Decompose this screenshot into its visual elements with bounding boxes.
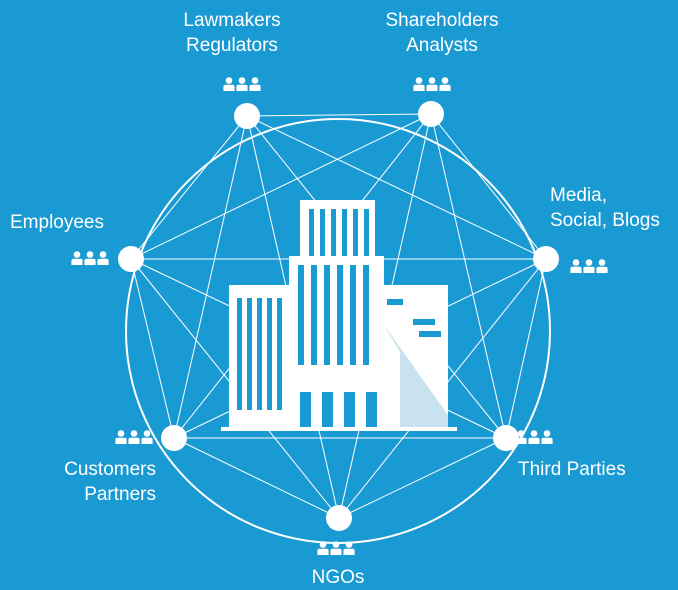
label-employees: Employees — [10, 210, 130, 235]
label-third-parties: Third Parties — [518, 457, 658, 482]
people-group-icon — [223, 77, 261, 91]
label-media: Media, Social, Blogs — [550, 183, 676, 233]
node-third-parties — [493, 425, 519, 451]
connection-line — [430, 113, 547, 260]
label-line: Social, Blogs — [550, 210, 660, 231]
connection-line — [173, 115, 248, 439]
people-group-icon — [570, 259, 608, 273]
label-shareholders: Shareholders Analysts — [364, 8, 520, 58]
connection-line — [246, 115, 547, 260]
label-line: NGOs — [311, 567, 365, 588]
connection-line — [338, 437, 507, 519]
connection-line — [173, 437, 340, 519]
connection-line — [246, 113, 432, 117]
connection-line — [130, 113, 432, 260]
label-line: Partners — [84, 484, 156, 505]
node-employees — [118, 246, 144, 272]
office-building-icon — [221, 200, 457, 431]
label-line: Employees — [10, 212, 104, 233]
node-shareholders — [418, 101, 444, 127]
connection-line — [505, 258, 547, 439]
label-ngos: NGOs — [288, 565, 388, 590]
node-lawmakers — [234, 103, 260, 129]
label-line: Third Parties — [518, 459, 626, 480]
connection-line — [430, 113, 507, 439]
people-group-icon — [71, 251, 109, 265]
label-line: Customers — [64, 459, 156, 480]
node-ngos — [326, 505, 352, 531]
connection-line — [130, 115, 248, 260]
label-lawmakers: Lawmakers Regulators — [164, 8, 300, 58]
people-group-icon — [317, 541, 355, 555]
label-line: Shareholders — [385, 10, 499, 31]
connection-line — [130, 258, 175, 439]
people-group-icon — [515, 430, 553, 444]
node-media — [533, 246, 559, 272]
label-line: Lawmakers — [183, 10, 281, 31]
stakeholder-nodes — [118, 101, 559, 531]
label-line: Analysts — [406, 35, 478, 56]
label-customers: Customers Partners — [38, 457, 156, 507]
label-line: Media, — [550, 185, 608, 206]
label-line: Regulators — [186, 35, 278, 56]
node-customers — [161, 425, 187, 451]
people-group-icon — [115, 430, 153, 444]
people-group-icon — [413, 77, 451, 91]
